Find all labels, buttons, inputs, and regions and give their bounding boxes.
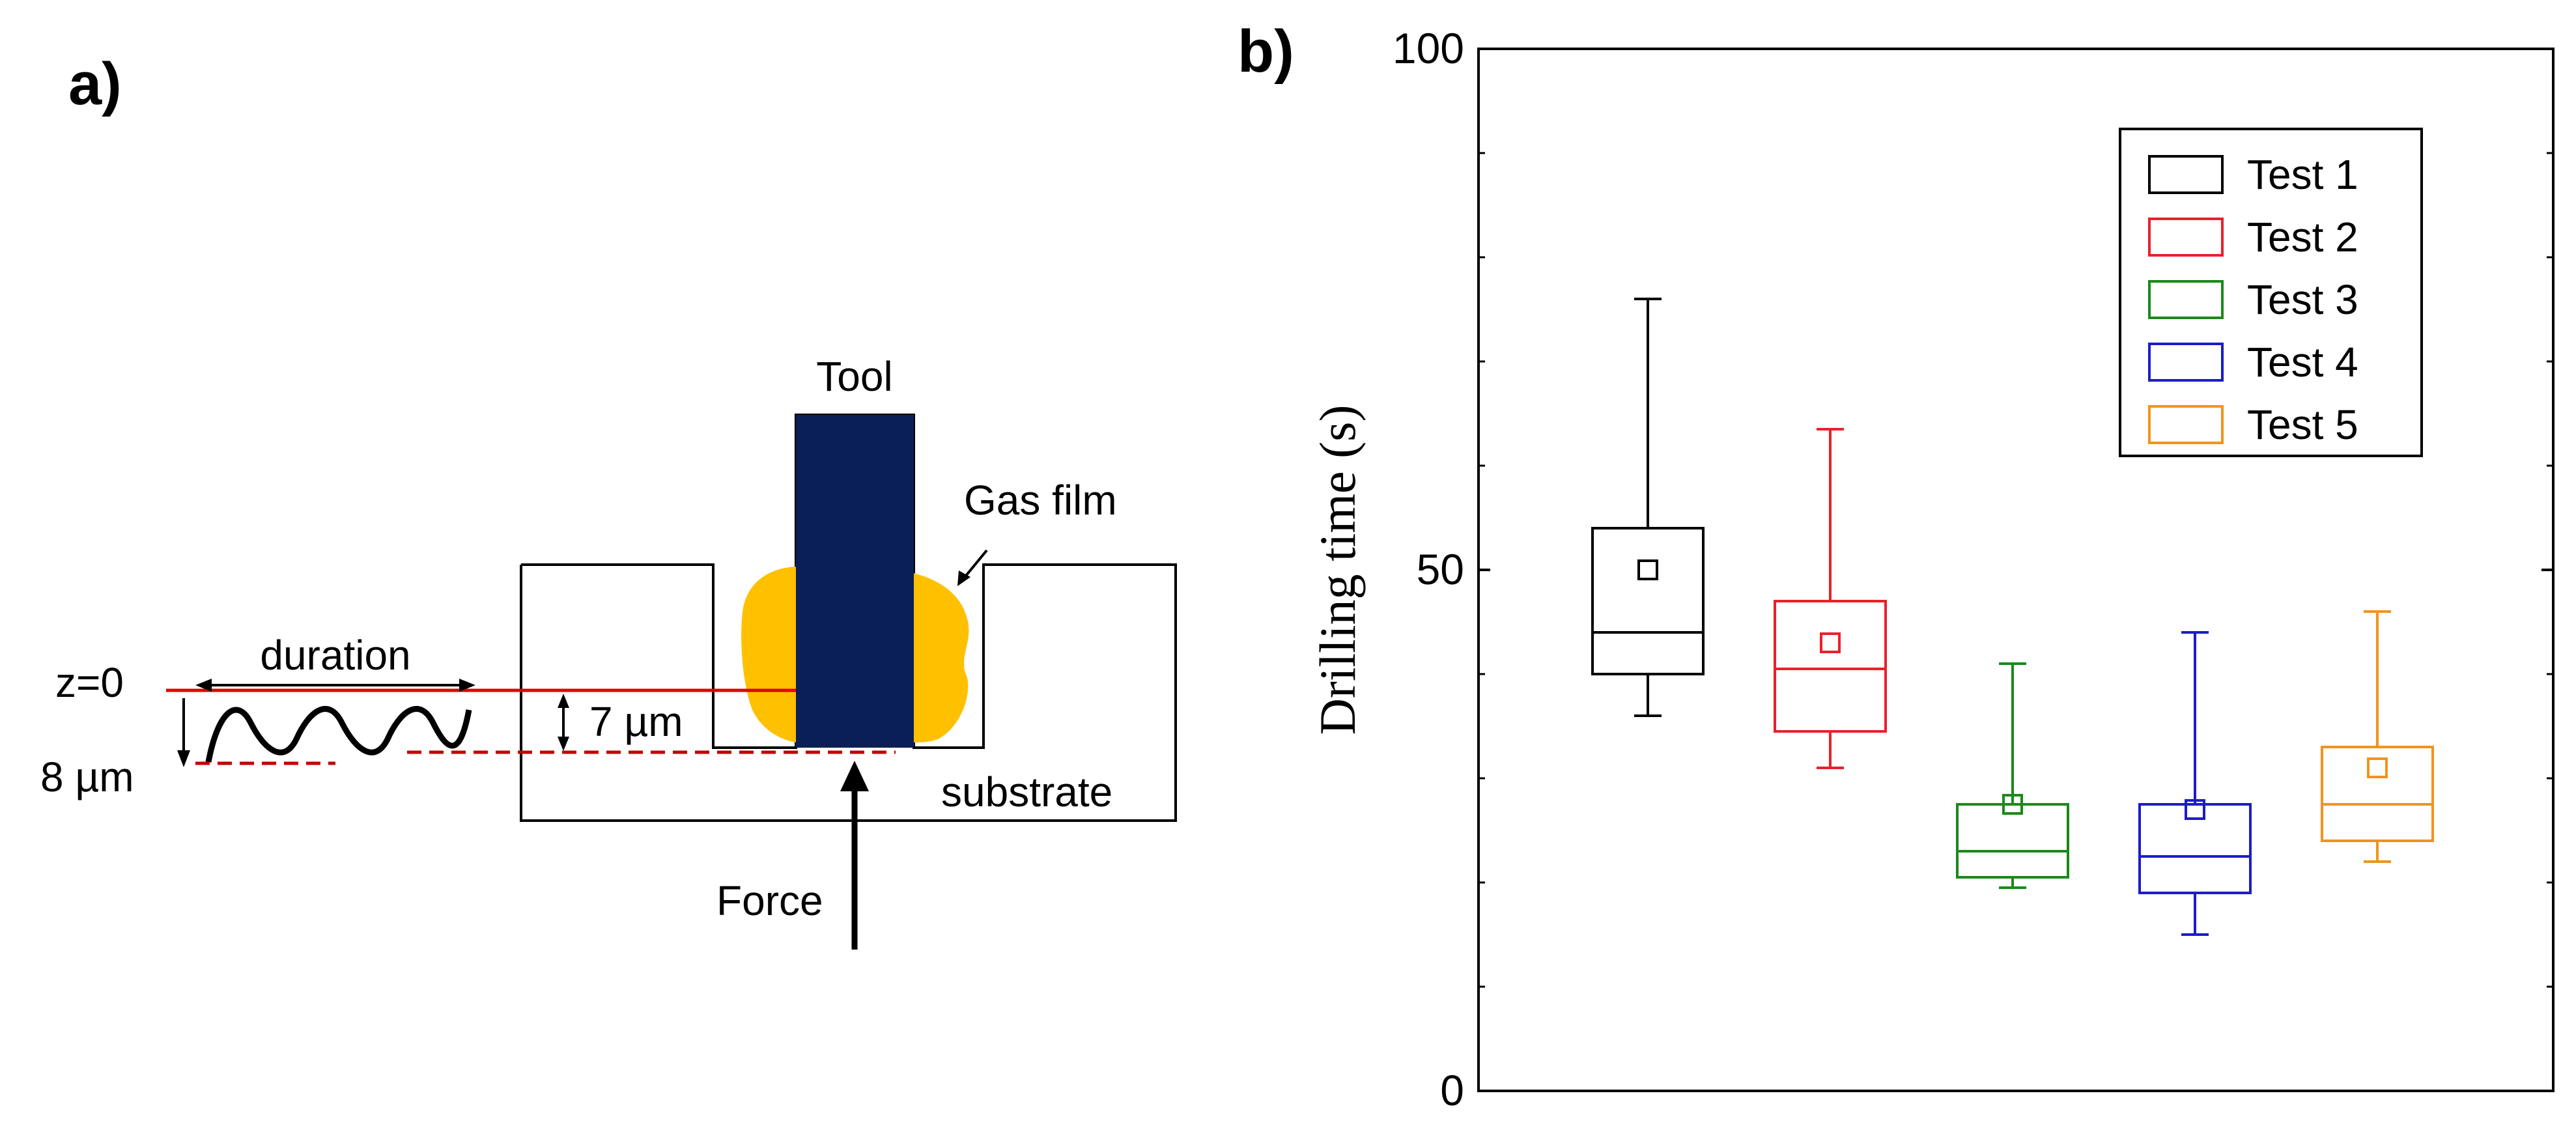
gap-arrow-bottom-head [558,737,569,751]
box-1 [1591,298,1705,717]
tool-body [796,415,914,748]
legend: Test 1 Test 2 Test 3 Test 4 Test 5 [2119,128,2423,457]
y-tick-label: 50 [1417,545,1464,593]
iqr-box [2138,803,2252,894]
legend-swatch [2148,343,2224,382]
legend-frame [2119,128,2423,457]
mean-marker [1820,632,1841,653]
legend-label: Test 2 [2247,214,2358,261]
box-4 [2138,631,2252,936]
gas-film-shape [741,567,969,742]
legend-label: Test 5 [2247,401,2358,448]
force-label: Force [716,877,823,924]
y-axis-label: Drilling time (s) [1309,405,1366,735]
y-tick-label: 0 [1440,1066,1464,1114]
gas-film-pointer-head [957,571,970,586]
y-axis-ticks: 0 50 100 [1393,24,2553,1114]
gap-arrow-top-head [558,694,569,708]
mean-marker [2002,794,2023,815]
box-3 [1956,662,2069,889]
legend-label: Test 4 [2247,339,2358,386]
legend-label: Test 1 [2247,151,2358,198]
gas-film-label: Gas film [964,477,1117,524]
panel-a-schematic: a) Tool Gas film z=0 duration 8 µm [40,51,1177,950]
mean-marker [2367,757,2388,778]
gas-film-pointer [961,549,988,581]
depth-label: 8 µm [40,754,134,800]
panel-b-chart: b) 0 50 100 Drilling time (s) Test 1 Test 2… [1238,18,2555,1114]
mean-marker [2185,799,2205,820]
panel-b-label: b) [1238,18,1294,85]
iqr-box [2321,746,2434,842]
iqr-box [1591,527,1705,675]
legend-label: Test 3 [2247,276,2358,323]
box-5 [2321,610,2434,863]
box-2 [1774,428,1887,769]
oscillation-wave [205,706,472,763]
legend-swatch [2148,405,2224,444]
substrate-label: substrate [941,769,1112,815]
mean-marker [1637,559,1658,580]
legend-swatch [2148,155,2224,194]
legend-swatch [2148,218,2224,257]
duration-label: duration [260,632,410,679]
y-tick-label: 100 [1393,24,1464,72]
z0-label: z=0 [55,659,124,706]
gap-label: 7 µm [589,698,683,745]
force-arrow-head [840,761,869,791]
panel-a-label: a) [68,51,122,117]
duration-arrow-right-head [459,679,475,692]
depth-arrow-head [177,750,190,767]
tool-label: Tool [816,353,892,400]
duration-arrow-left-head [195,679,212,692]
iqr-box [1774,600,1887,733]
legend-swatch [2148,280,2224,319]
box-series [1591,298,2434,936]
iqr-box [1956,803,2069,879]
